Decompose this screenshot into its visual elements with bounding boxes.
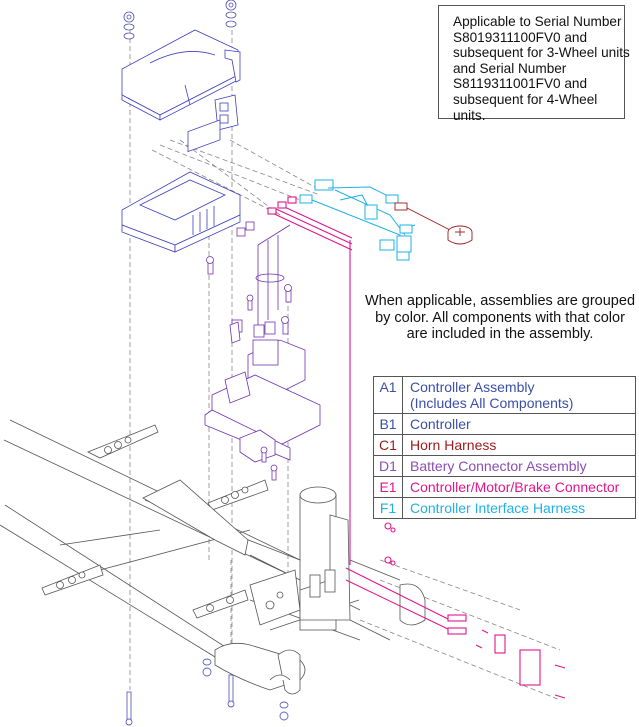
legend-row-f1: F1 Controller Interface Harness — [373, 497, 636, 519]
legend-code: E1 — [373, 476, 403, 498]
color-grouping-note: When applicable, assemblies are grouped … — [362, 293, 638, 343]
group-note-line: When applicable, assemblies are grouped — [364, 293, 636, 309]
legend-code: D1 — [373, 455, 403, 477]
legend-code: B1 — [373, 413, 403, 435]
group-note-line: by color. All components with that color — [375, 309, 625, 326]
legend-label-line2: (Includes All Components) — [410, 395, 574, 411]
connector-clip — [214, 94, 239, 131]
legend-code: F1 — [373, 497, 403, 519]
note-line: units. — [453, 107, 486, 123]
assembly-legend-table: A1 Controller Assembly (Includes All Com… — [373, 376, 636, 519]
legend-label: Controller Interface Harness — [402, 497, 636, 519]
note-line: S8019311100FV0 and — [453, 29, 588, 45]
legend-row-e1: E1 Controller/Motor/Brake Connector — [373, 476, 636, 498]
legend-row-b1: B1 Controller — [373, 413, 636, 435]
serial-applicability-note: Applicable to Serial Number S8019311100F… — [438, 5, 630, 123]
group-note-line: are included in the assembly. — [406, 326, 594, 342]
legend-label: Battery Connector Assembly — [402, 455, 636, 477]
legend-code: C1 — [373, 434, 403, 456]
note-line: Applicable to Serial Number — [453, 14, 622, 29]
frame — [0, 419, 426, 695]
legend-label-line1: Controller Assembly — [410, 379, 535, 395]
legend-code: A1 — [373, 376, 403, 414]
controller-interface-harness — [299, 179, 416, 261]
legend-label: Controller Assembly (Includes All Compon… — [402, 376, 636, 414]
note-line: and Serial Number — [453, 60, 567, 76]
legend-label: Controller — [402, 413, 636, 435]
controller — [121, 119, 241, 253]
legend-row-d1: D1 Battery Connector Assembly — [373, 455, 636, 477]
note-line: subsequent for 4-Wheel — [453, 91, 598, 107]
note-line: subsequent for 3-Wheel units — [453, 45, 630, 61]
bottom-bolts — [125, 658, 289, 726]
controller-cover — [121, 29, 241, 121]
legend-row-c1: C1 Horn Harness — [373, 434, 636, 456]
hardware-nuts-top — [123, 0, 237, 40]
legend-label: Controller/Motor/Brake Connector — [402, 476, 636, 498]
note-line: S8119311001FV0 and — [453, 76, 588, 92]
battery-connector-assembly — [204, 221, 321, 481]
legend-row-a1: A1 Controller Assembly (Includes All Com… — [373, 376, 636, 414]
motor-brake-connector — [267, 196, 566, 699]
legend-label: Horn Harness — [402, 434, 636, 456]
horn-harness — [394, 202, 473, 245]
